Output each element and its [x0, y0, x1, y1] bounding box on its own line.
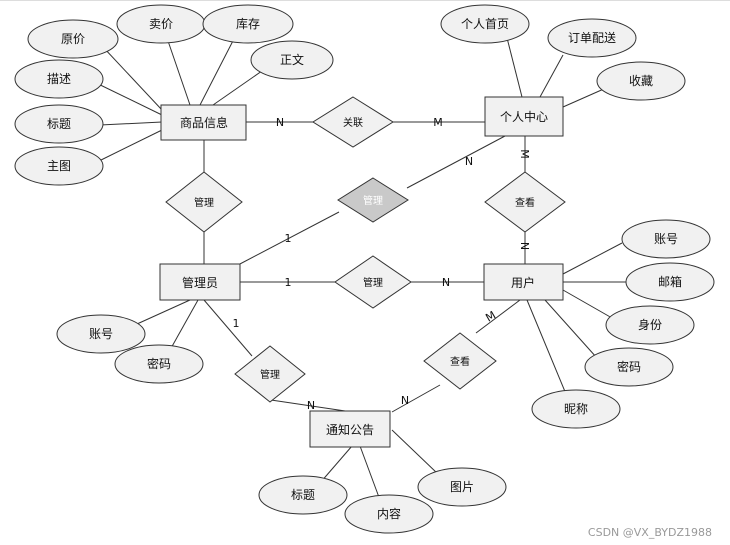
svg-text:主图: 主图: [47, 159, 71, 173]
relationship-admin-personal: 管理: [337, 177, 409, 223]
entity-admin: 管理员: [159, 263, 241, 301]
svg-text:正文: 正文: [280, 52, 304, 67]
attribute-stock: 库存: [202, 4, 294, 44]
cardinality-view-user: N: [518, 242, 531, 250]
cardinality-view-notice: N: [401, 394, 409, 407]
notice-attributes: 标题 内容 图片: [258, 467, 507, 534]
attribute-user-account: 账号: [621, 219, 711, 259]
attribute-description: 描述: [14, 59, 104, 99]
entity-label: 商品信息: [180, 115, 228, 130]
svg-text:密码: 密码: [147, 356, 171, 371]
relationship-admin-notice: 管理: [234, 345, 306, 403]
attribute-admin-account: 账号: [56, 314, 146, 354]
entity-label: 个人中心: [500, 109, 548, 124]
attribute-notice-content: 内容: [344, 494, 434, 534]
svg-text:库存: 库存: [236, 16, 260, 31]
cardinality-labels: N M N M N 1 N 1 1 N M N: [233, 116, 532, 412]
svg-text:密码: 密码: [617, 359, 641, 374]
relationship-label: 管理: [194, 196, 214, 209]
user-attributes: 账号 邮箱 身份 密码 昵称: [531, 219, 715, 429]
attribute-admin-password: 密码: [114, 344, 204, 384]
cardinality-admin-personal: N: [465, 155, 473, 168]
attribute-notice-title: 标题: [258, 475, 348, 515]
attribute-title: 标题: [14, 104, 104, 144]
svg-text:邮箱: 邮箱: [658, 274, 682, 289]
attribute-notice-image: 图片: [417, 467, 507, 507]
attribute-user-password: 密码: [584, 347, 674, 387]
relationship-label: 查看: [450, 355, 470, 368]
entity-notice: 通知公告: [309, 410, 391, 448]
svg-text:卖价: 卖价: [149, 17, 173, 31]
attribute-nickname: 昵称: [531, 389, 621, 429]
attribute-original-price: 原价: [27, 19, 119, 59]
attribute-sale-price: 卖价: [116, 4, 206, 44]
relationship-label: 管理: [363, 276, 383, 289]
cardinality-rel-user: N: [442, 276, 450, 289]
entity-label: 用户: [511, 275, 535, 290]
attribute-delivery: 订单配送: [547, 18, 637, 58]
svg-text:图片: 图片: [450, 480, 474, 494]
entity-product: 商品信息: [160, 104, 247, 141]
admin-attributes: 账号 密码: [56, 314, 204, 384]
relationship-label: 查看: [515, 196, 535, 209]
personal-center-attributes: 个人首页 订单配送 收藏: [440, 4, 686, 101]
relationship-label: 管理: [260, 368, 280, 381]
svg-text:收藏: 收藏: [629, 74, 653, 88]
attribute-identity: 身份: [605, 305, 695, 345]
cardinality-rel-personal: M: [433, 116, 443, 129]
entity-label: 通知公告: [326, 423, 374, 437]
cardinality-product-rel: N: [276, 116, 284, 129]
relationship-label: 关联: [343, 116, 363, 129]
entity-user: 用户: [483, 263, 564, 301]
svg-text:原价: 原价: [61, 32, 85, 46]
svg-text:内容: 内容: [377, 506, 401, 521]
relationship-admin-product: 管理: [165, 171, 243, 233]
cardinality-personal-view: M: [518, 149, 531, 159]
attribute-home: 个人首页: [440, 4, 530, 44]
product-attributes: 原价 卖价 库存 正文 描述 标题 主图: [14, 4, 334, 186]
connectors: [89, 29, 627, 501]
attribute-favorites: 收藏: [596, 61, 686, 101]
entity-personal-center: 个人中心: [484, 96, 564, 137]
svg-text:标题: 标题: [291, 488, 315, 502]
cardinality-admin-personal-rel: 1: [285, 232, 292, 245]
svg-text:描述: 描述: [47, 72, 71, 86]
svg-text:账号: 账号: [654, 232, 678, 246]
svg-text:账号: 账号: [89, 327, 113, 341]
svg-text:个人首页: 个人首页: [461, 17, 509, 31]
attribute-body: 正文: [250, 40, 334, 80]
relationship-personal-user: 查看: [484, 171, 566, 233]
svg-text:昵称: 昵称: [564, 402, 588, 416]
relationship-product-personal: 关联: [312, 96, 394, 148]
svg-text:身份: 身份: [638, 317, 662, 332]
entity-label: 管理员: [182, 275, 218, 290]
watermark: CSDN @VX_BYDZ1988: [587, 526, 712, 539]
relationship-label: 管理: [363, 194, 383, 207]
cardinality-admin-notice-rel: 1: [233, 317, 240, 330]
attribute-email: 邮箱: [625, 262, 715, 302]
cardinality-admin-user-rel: 1: [285, 276, 292, 289]
attribute-main-image: 主图: [14, 146, 104, 186]
svg-text:订单配送: 订单配送: [568, 30, 616, 45]
cardinality-user-view-notice: M: [483, 309, 498, 325]
svg-text:标题: 标题: [47, 117, 71, 131]
cardinality-rel-notice-admin: N: [307, 399, 315, 412]
relationship-admin-user: 管理: [334, 255, 412, 309]
relationship-user-notice: 查看: [423, 332, 497, 390]
